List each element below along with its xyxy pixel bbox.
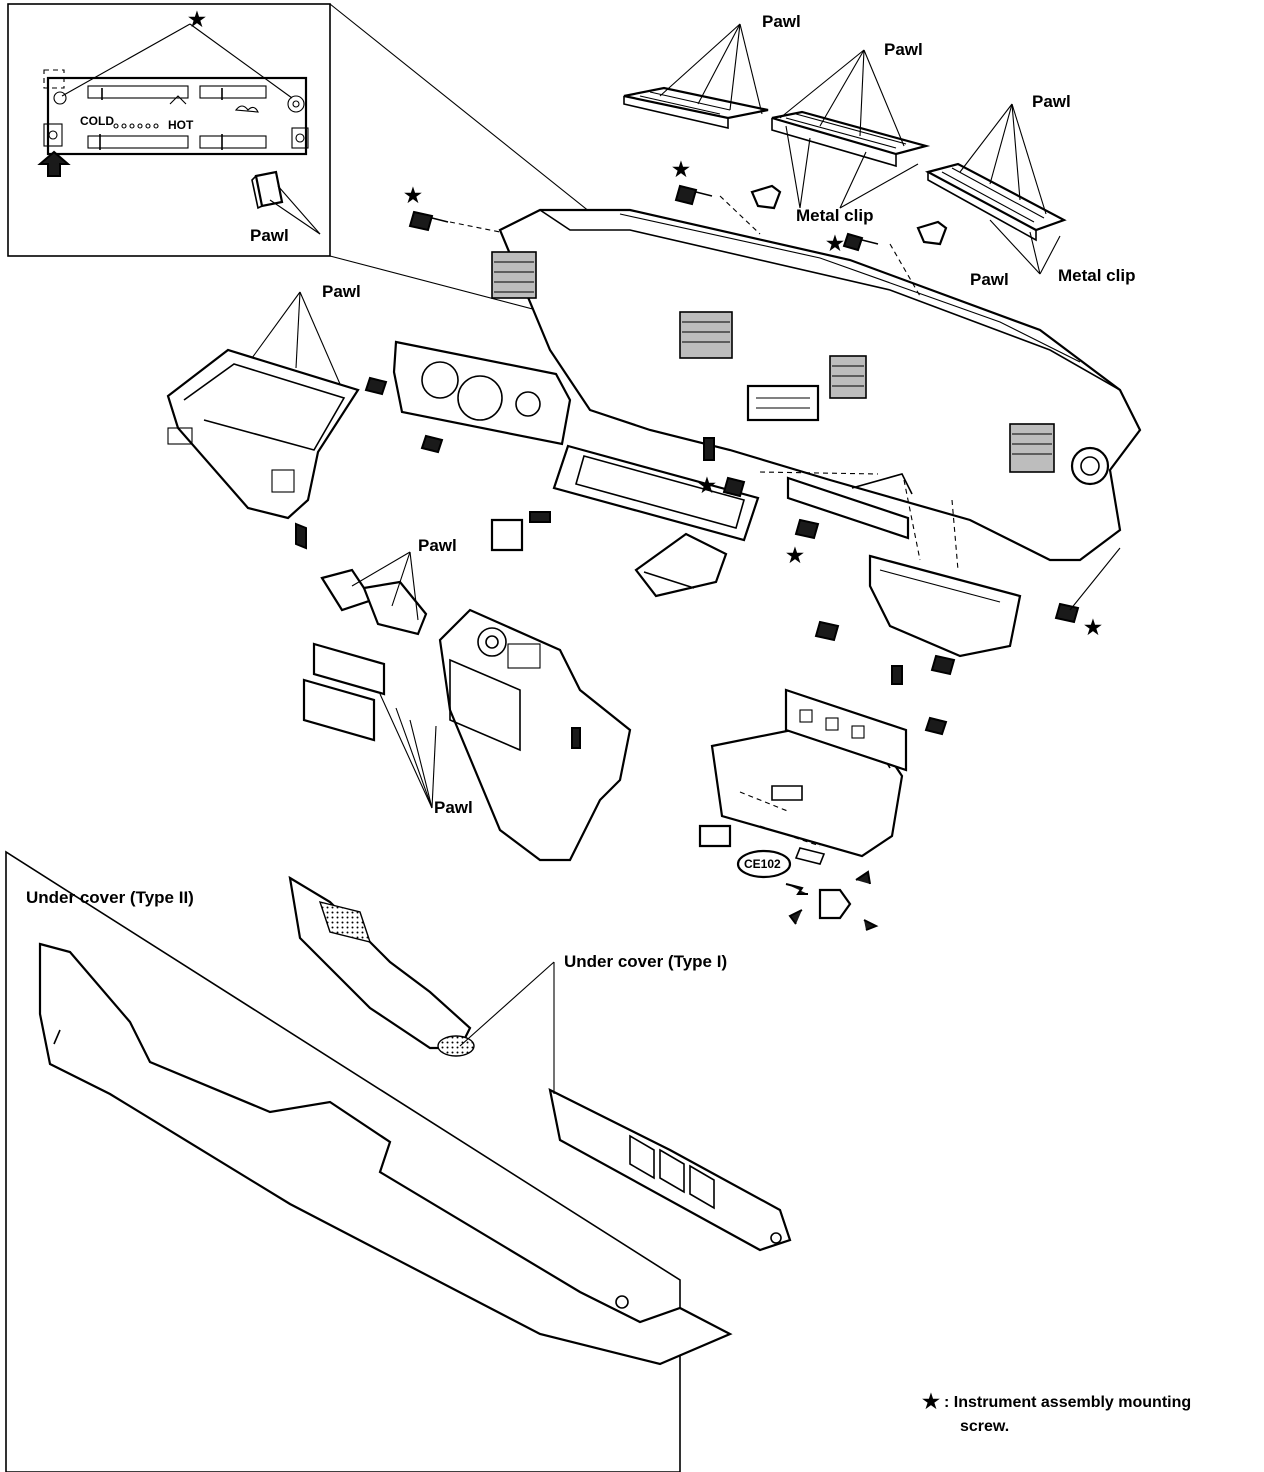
inset-box: [7, 3, 331, 257]
inset-hot-label: HOT: [168, 118, 194, 132]
under-cover-type1: [288, 875, 792, 1252]
label-pawl-pockets: Pawl: [418, 536, 457, 555]
ce102-badge: [736, 849, 792, 879]
label-pawl-top-1: Pawl: [762, 12, 801, 31]
glove-box-latch: [785, 870, 879, 931]
star-marker-right: ★: [1084, 617, 1102, 639]
star-marker-top-center: ★: [672, 159, 690, 181]
label-pawl-top-3: Pawl: [1032, 92, 1071, 111]
legend-text-line1: : Instrument assembly mounting: [944, 1394, 1192, 1411]
star-marker-left: ★: [404, 185, 422, 207]
defroster-grille-center: [771, 110, 931, 168]
label-under-cover-type2: Under cover (Type II): [26, 888, 194, 907]
legend-star: ★: [922, 1391, 940, 1413]
ashtray: [634, 532, 728, 598]
defroster-grille-right: [925, 162, 1067, 242]
under-cover-type2-panel: [5, 850, 733, 1472]
legend-text-line2: screw.: [960, 1418, 1010, 1435]
screws-top: [408, 184, 948, 252]
label-pawl-inset: Pawl: [250, 226, 289, 245]
under-cover-type1-leaders: [459, 961, 555, 1094]
star-marker-inset: ★: [188, 9, 206, 31]
defroster-grille-left: [623, 86, 769, 130]
label-metal-clip-2: Metal clip: [1058, 266, 1136, 285]
cluster-lid: [490, 444, 760, 552]
dashed-guides-center: [759, 471, 959, 571]
star-marker-bracket: ★: [786, 545, 804, 567]
cluster-hood: [166, 348, 360, 550]
pawl-leaders-top: [659, 23, 1061, 275]
glove-box-lid-frame: [814, 554, 1022, 685]
center-bracket: [703, 437, 913, 540]
label-under-cover-type1: Under cover (Type I): [564, 952, 728, 971]
heater-control-panel: [37, 69, 309, 177]
arrow-up-icon: [37, 150, 71, 177]
glove-box-dashed: [739, 791, 821, 847]
pawl-leaders-console: [351, 551, 437, 809]
star-marker-dash-center: ★: [826, 233, 844, 255]
label-pawl-top-2: Pawl: [884, 40, 923, 59]
pawl-leaders-hood: [251, 291, 341, 385]
star-marker-lid: ★: [698, 475, 716, 497]
inset-frame: [7, 3, 331, 257]
label-ce102: CE102: [744, 857, 781, 871]
screw-right: [1054, 602, 1080, 624]
label-pawl-console: Pawl: [434, 798, 473, 817]
console-pockets: [302, 568, 428, 742]
combination-meter: [364, 340, 572, 454]
inset-pawl-clip: [251, 170, 284, 210]
inset-cold-label: COLD: [80, 114, 114, 128]
label-metal-clip-1: Metal clip: [796, 206, 874, 225]
instrument-panel: [491, 208, 1142, 562]
label-pawl-hood: Pawl: [322, 282, 361, 301]
label-pawl-clip-center: Pawl: [970, 270, 1009, 289]
screw-dashed-paths: [449, 195, 921, 297]
center-console: [438, 608, 632, 862]
glove-box: [698, 688, 948, 858]
